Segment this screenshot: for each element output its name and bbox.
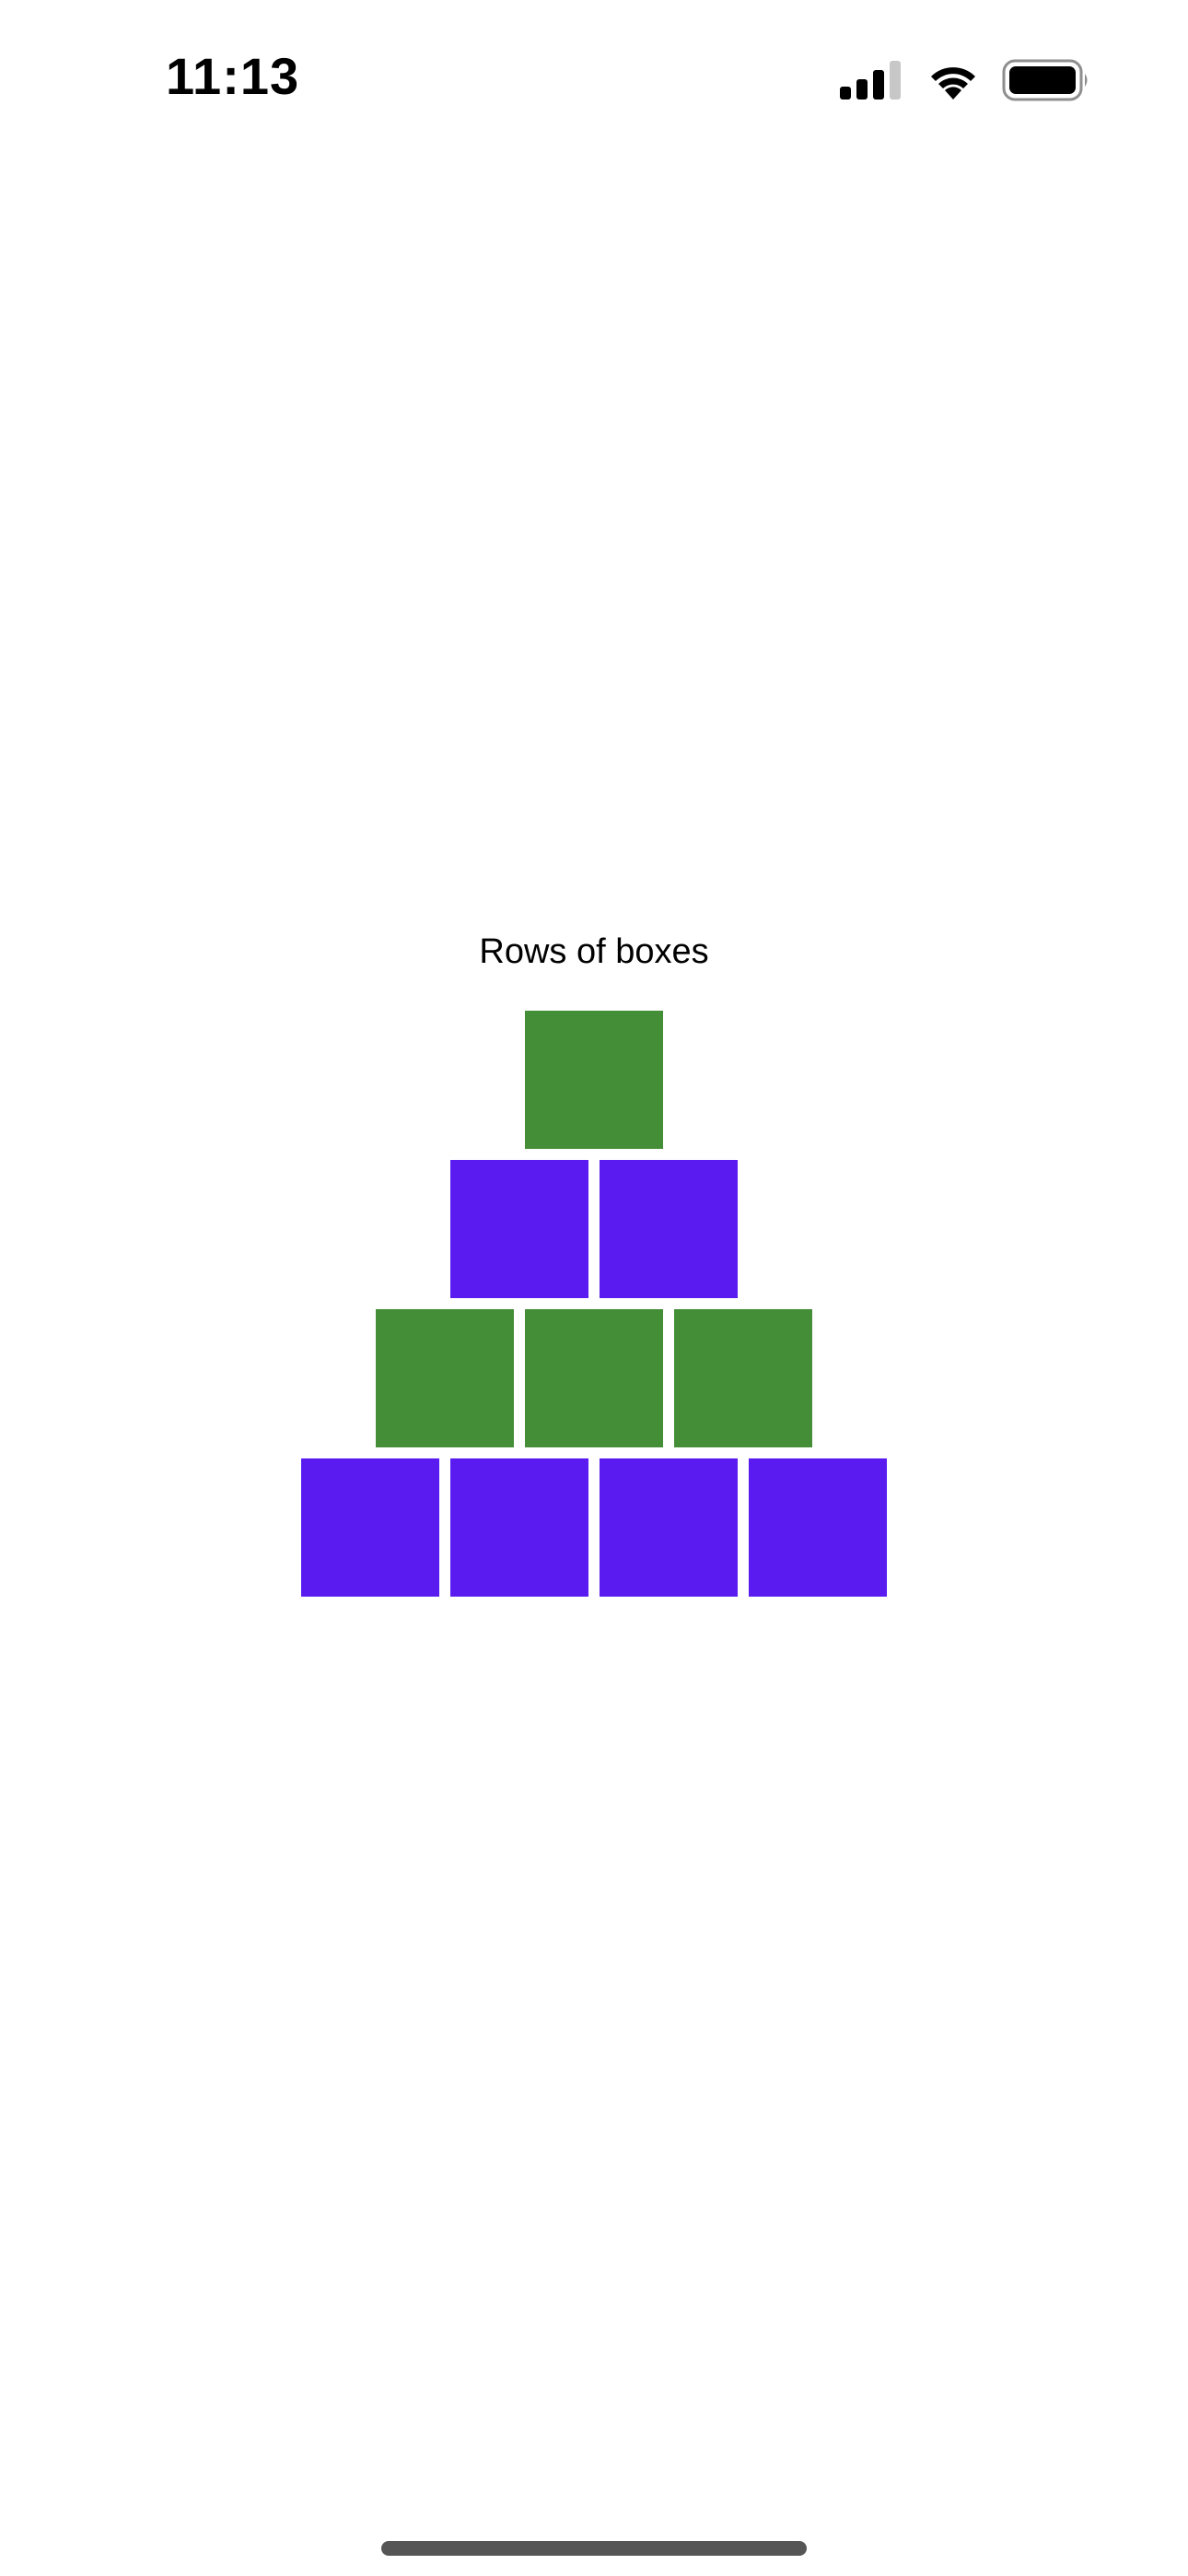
home-indicator[interactable] (381, 2541, 807, 2556)
box-row-3-1 (376, 1309, 514, 1447)
wifi-icon (931, 67, 975, 100)
box-row-3-3 (674, 1309, 812, 1447)
box-row-4-4 (749, 1458, 887, 1597)
battery-icon (1002, 59, 1088, 101)
cellular-signal-icon (840, 61, 901, 100)
box-row-1-1 (525, 1011, 663, 1149)
status-bar: 11:13 (0, 0, 1188, 157)
box-row-4-2 (450, 1458, 588, 1597)
rows-title: Rows of boxes (479, 932, 709, 971)
box-row-4-3 (600, 1458, 738, 1597)
box-row-2-2 (600, 1160, 738, 1298)
box-row-2-1 (450, 1160, 588, 1298)
box-row-4-1 (301, 1458, 439, 1597)
box-row-3-2 (525, 1309, 663, 1447)
status-time: 11:13 (166, 47, 300, 105)
